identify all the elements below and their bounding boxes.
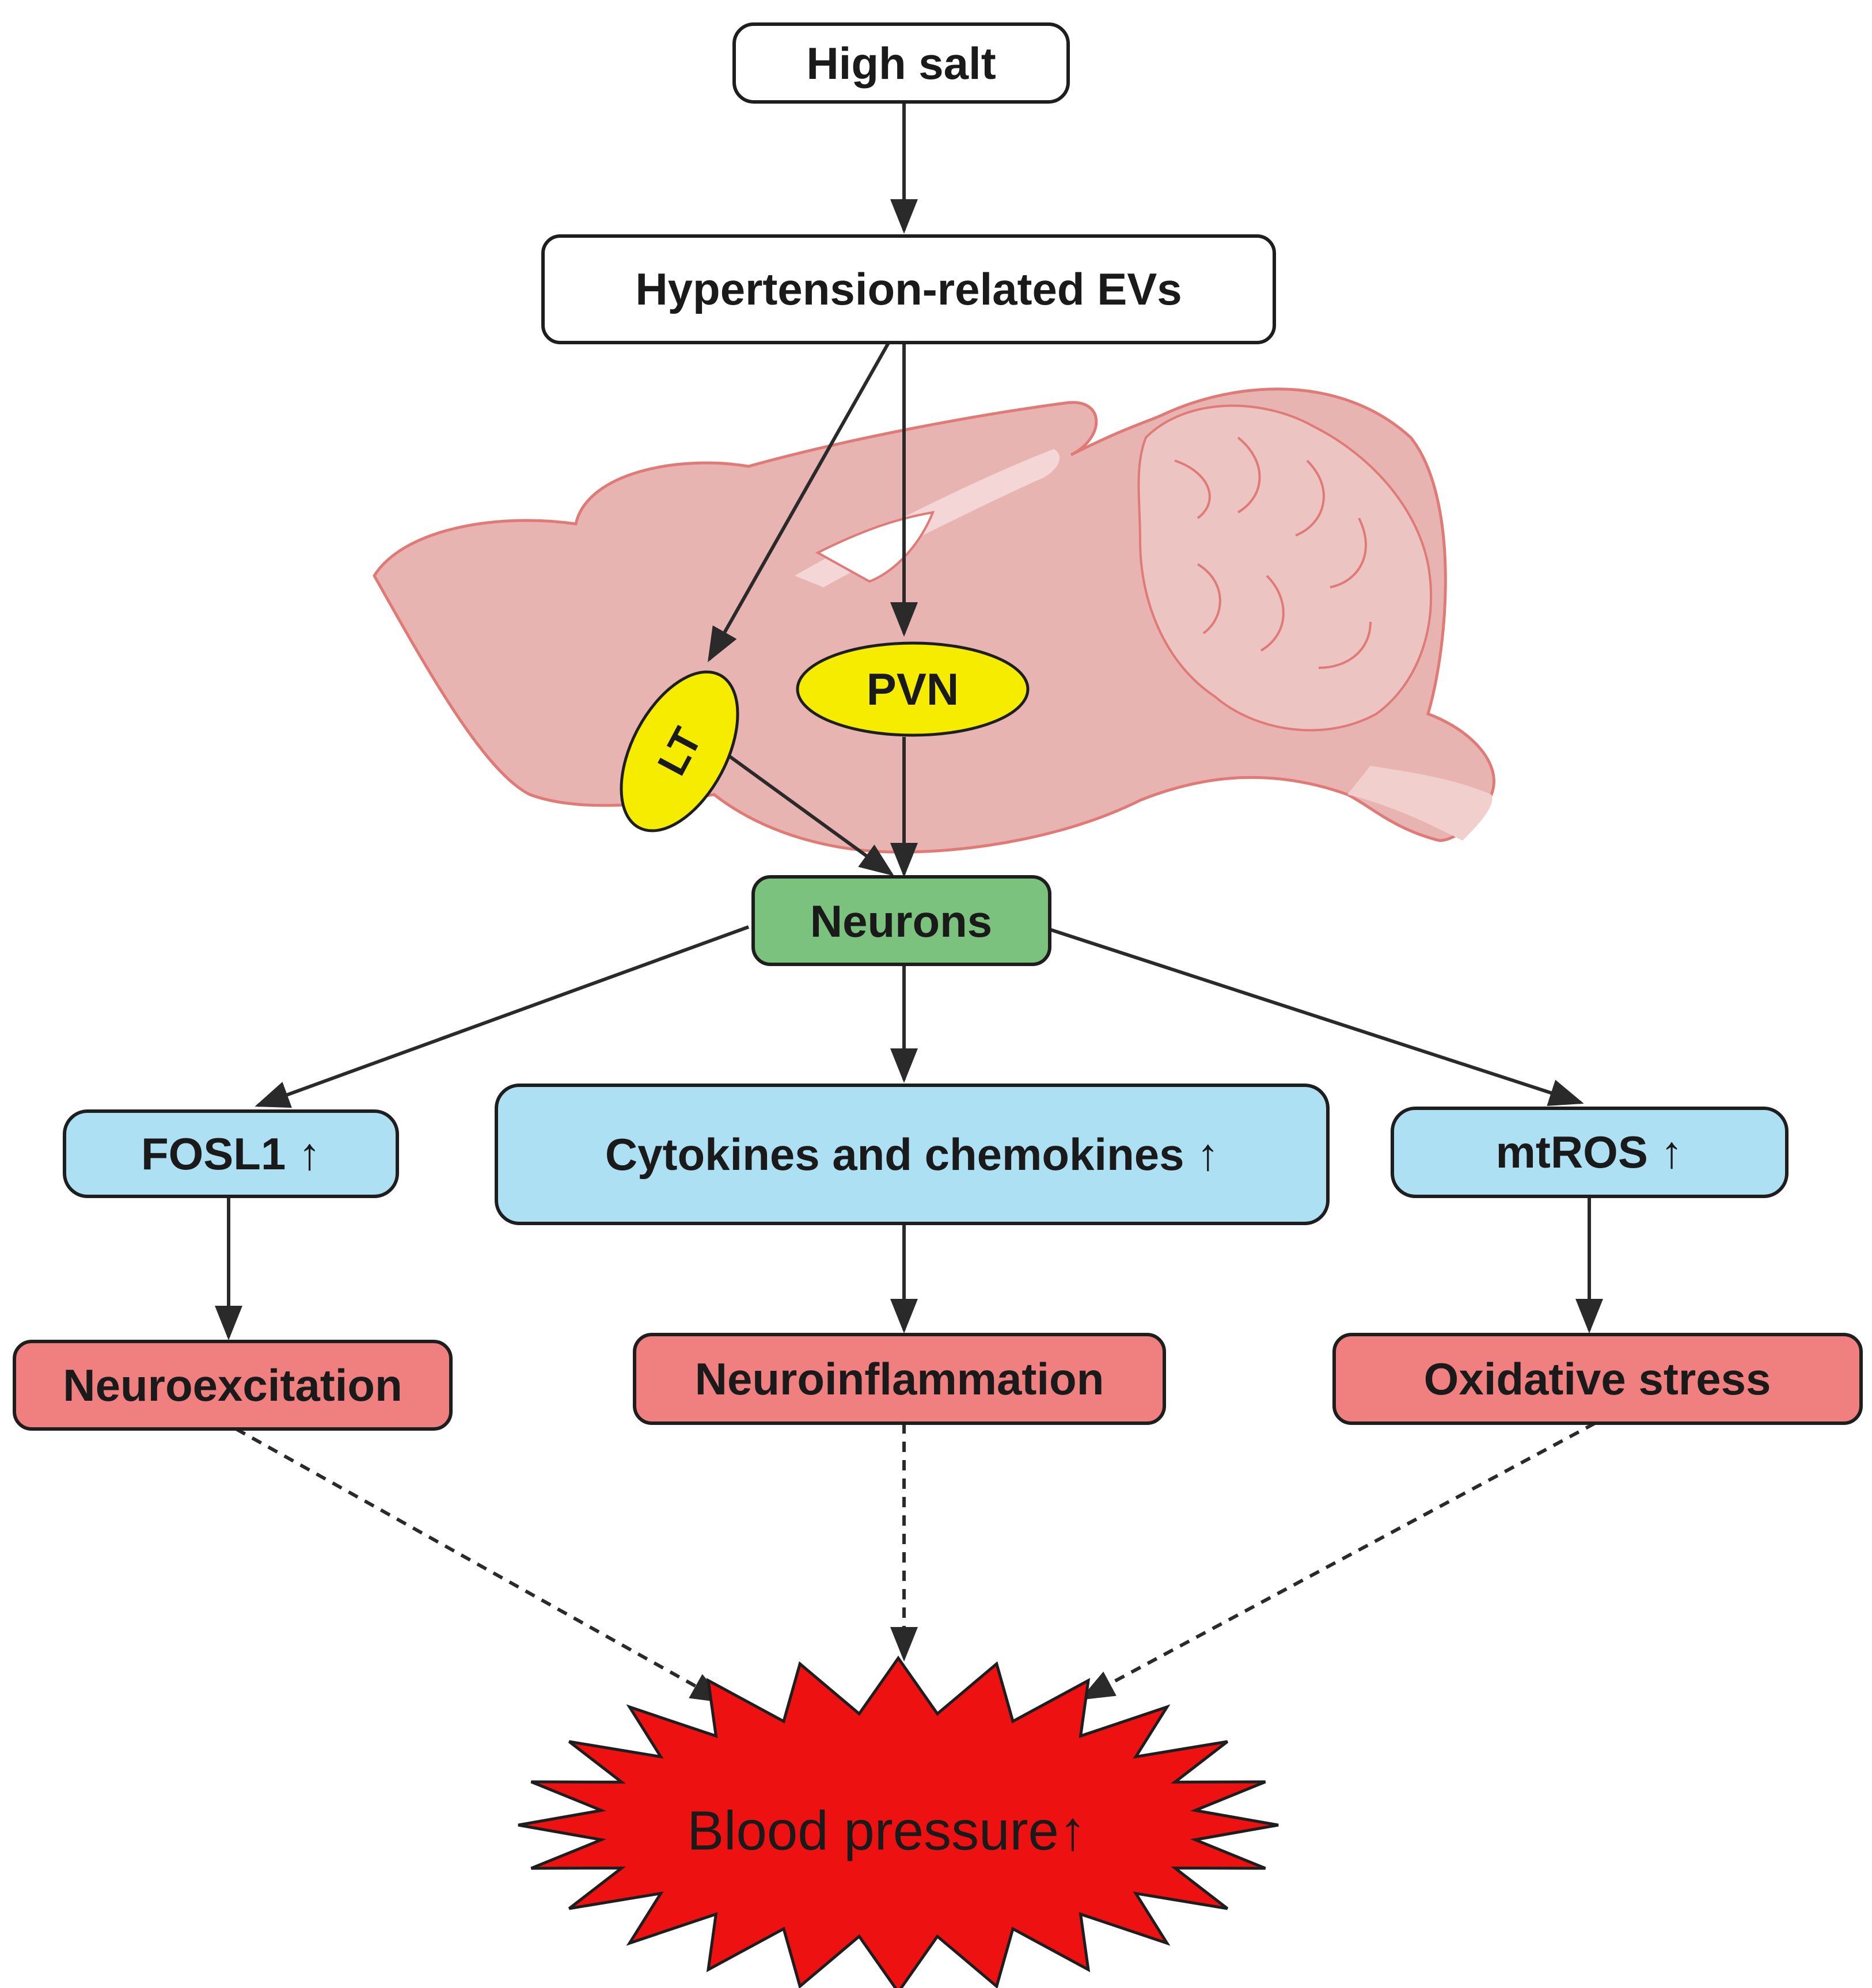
node-mtros-label: mtROS ↑ <box>1495 1127 1683 1177</box>
edge-oxidative-bp <box>1079 1421 1596 1700</box>
cerebellum-folds <box>1174 436 1372 669</box>
edge-neurons-mtros <box>1050 928 1584 1107</box>
node-neuroexcitation: Neuroexcitation <box>13 1340 453 1431</box>
edges <box>215 101 1603 1703</box>
brain-icon <box>373 387 1495 854</box>
node-pvn-label: PVN <box>867 664 959 714</box>
edge-lt-neurons <box>722 750 894 876</box>
brain-stem <box>1347 766 1493 841</box>
node-mtros: mtROS ↑ <box>1391 1107 1789 1198</box>
node-neuroinflammation: Neuroinflammation <box>633 1333 1166 1425</box>
node-lt: LT <box>620 670 739 833</box>
node-blood-pressure-label: Blood pressure↑ <box>687 1800 1087 1862</box>
node-high-salt-label: High salt <box>806 38 996 89</box>
node-neurons-label: Neurons <box>810 896 992 947</box>
starburst-shape <box>518 1655 1279 1988</box>
node-oxidative-stress: Oxidative stress <box>1332 1333 1863 1425</box>
node-hypertension-evs: Hypertension-related EVs <box>541 234 1276 344</box>
node-neuroexcitation-label: Neuroexcitation <box>63 1360 402 1411</box>
brain-cerebellum <box>1137 404 1433 732</box>
edge-evs-lt <box>708 340 891 663</box>
edge-neurons-fosl1 <box>255 925 750 1108</box>
node-cytokines: Cytokines and chemokines ↑ <box>495 1084 1330 1225</box>
node-neurons: Neurons <box>751 875 1051 966</box>
node-high-salt: High salt <box>732 22 1070 104</box>
edge-neuroexcitation-bp <box>235 1427 726 1703</box>
node-fosl1: FOSL1 ↑ <box>63 1109 399 1198</box>
node-oxidative-label: Oxidative stress <box>1424 1354 1771 1404</box>
node-neuroinflammation-label: Neuroinflammation <box>695 1354 1104 1404</box>
node-fosl1-label: FOSL1 ↑ <box>141 1128 321 1179</box>
node-cytokines-label: Cytokines and chemokines ↑ <box>605 1129 1219 1180</box>
node-evs-label: Hypertension-related EVs <box>635 264 1182 314</box>
node-pvn: PVN <box>796 641 1030 737</box>
node-blood-pressure: Blood pressure↑ <box>518 1655 1279 1988</box>
